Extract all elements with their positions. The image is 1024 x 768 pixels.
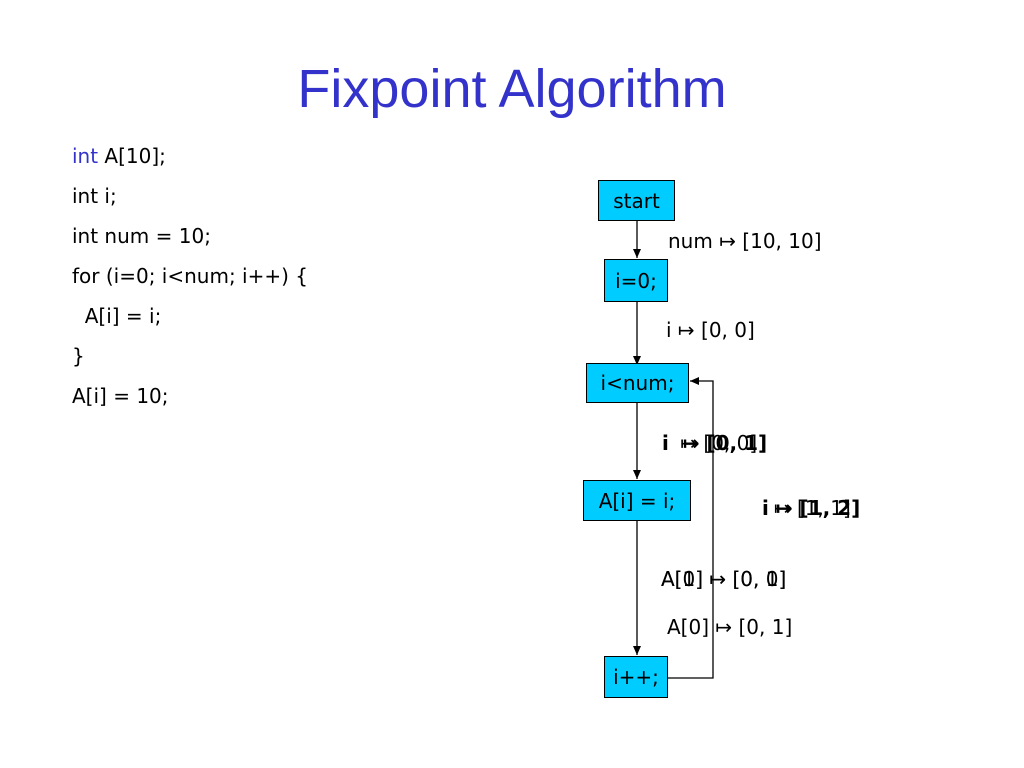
slide-title: Fixpoint Algorithm bbox=[297, 59, 727, 119]
code-line-7: A[i] = 10; bbox=[72, 384, 169, 408]
annotation-a-after-assign-a: A[0] ↦ [0, 0] bbox=[661, 567, 787, 591]
code-line-6: } bbox=[72, 344, 85, 368]
annotation-i-after-cond-b: i ↦ [0, 1] bbox=[662, 431, 768, 455]
edge-backedge-incr-to-cond bbox=[668, 377, 714, 679]
code-line-3: int num = 10; bbox=[72, 224, 211, 248]
annotation-num-range: num ↦ [10, 10] bbox=[668, 229, 822, 253]
code-line-2: int i; bbox=[72, 184, 117, 208]
code-line-1-rest: A[10]; bbox=[98, 144, 166, 168]
node-incr: i++; bbox=[604, 656, 668, 698]
node-assign: A[i] = i; bbox=[583, 480, 691, 521]
annotation-i-after-cond-a: i ↦ [0, 0] bbox=[662, 431, 758, 455]
annotation-i-backedge-b: i ↦ [1, 2] bbox=[762, 496, 861, 520]
node-start: start bbox=[598, 180, 675, 221]
annotation-i-after-init: i ↦ [0, 0] bbox=[666, 318, 755, 342]
node-init: i=0; bbox=[604, 259, 668, 302]
code-listing: int A[10]; int i; int num = 10; for (i=0… bbox=[72, 136, 308, 416]
annotation-a-after-assign-b: A[1] ↦ [0, 1] bbox=[661, 567, 787, 591]
annotation-a-after-assign-c: A[0] ↦ [0, 1] bbox=[667, 615, 793, 639]
code-line-1: int A[10]; bbox=[72, 136, 308, 176]
keyword-int: int bbox=[72, 144, 99, 168]
node-cond: i<num; bbox=[586, 363, 689, 403]
code-line-4: for (i=0; i<num; i++) { bbox=[72, 264, 308, 288]
annotation-i-backedge-a: i ↦ [1, 1] bbox=[762, 496, 851, 520]
code-line-5: A[i] = i; bbox=[72, 304, 162, 328]
